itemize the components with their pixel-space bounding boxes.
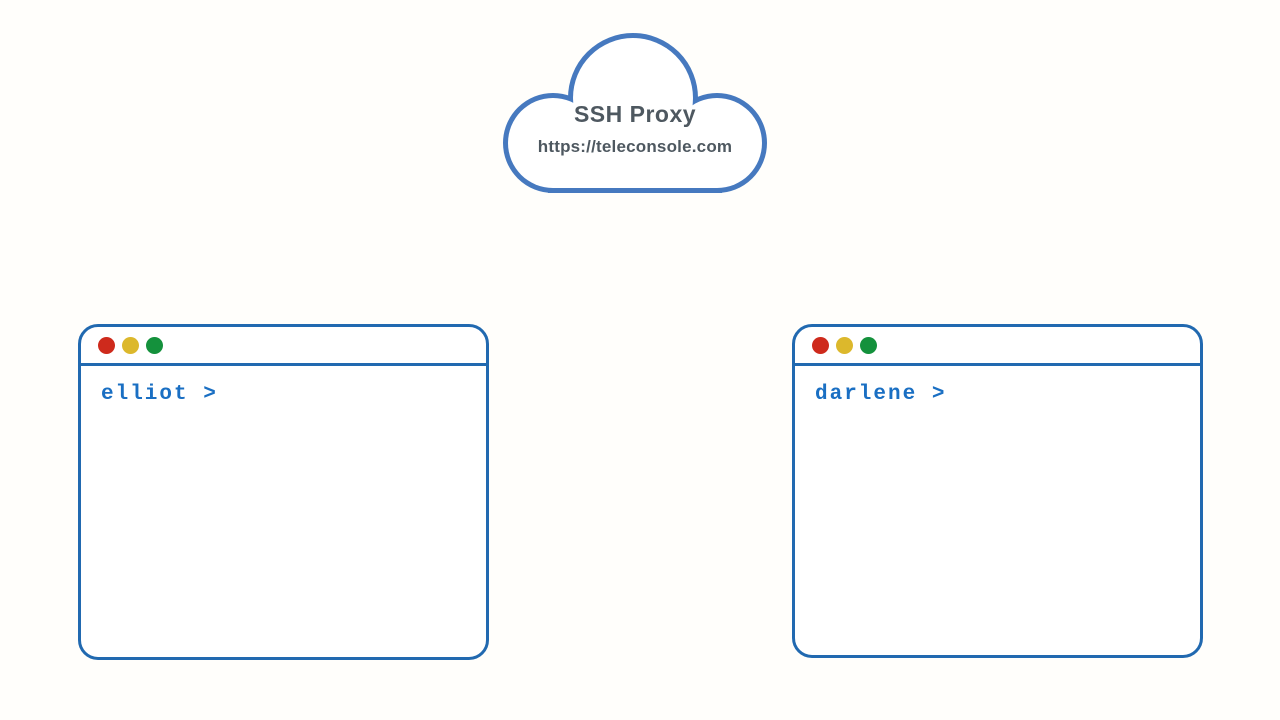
maximize-button-icon bbox=[146, 336, 163, 354]
terminal-titlebar bbox=[81, 327, 486, 366]
cloud-shape-icon bbox=[503, 33, 767, 193]
close-button-icon bbox=[98, 336, 115, 354]
close-button-icon bbox=[812, 336, 829, 354]
terminal-prompt-elliot: elliot > bbox=[101, 383, 218, 406]
cloud-label: SSH Proxy https://teleconsole.com bbox=[502, 100, 768, 158]
minimize-button-icon bbox=[122, 336, 139, 354]
maximize-button-icon bbox=[860, 336, 877, 354]
cloud-url: https://teleconsole.com bbox=[537, 137, 733, 156]
terminal-prompt-darlene: darlene > bbox=[815, 383, 947, 406]
terminal-window-elliot: elliot > bbox=[78, 324, 489, 660]
terminal-body: darlene > bbox=[795, 366, 1200, 424]
terminal-window-darlene: darlene > bbox=[792, 324, 1203, 658]
cloud-title: SSH Proxy bbox=[573, 101, 697, 127]
terminal-body: elliot > bbox=[81, 366, 486, 424]
ssh-proxy-cloud: SSH Proxy https://teleconsole.com bbox=[502, 32, 768, 196]
terminal-titlebar bbox=[795, 327, 1200, 366]
minimize-button-icon bbox=[836, 336, 853, 354]
